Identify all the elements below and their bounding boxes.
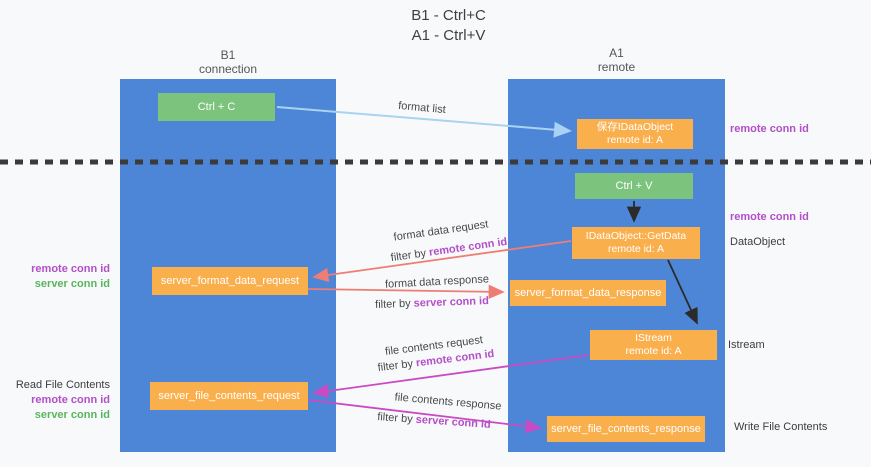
left-conn-id-group-2: Read File Contents remote conn id server… xyxy=(0,378,110,423)
server-file-contents-response-box: server_file_contents_response xyxy=(547,416,705,442)
istream-label: Istream xyxy=(728,339,765,351)
lifeline-b1-name: B1 xyxy=(220,48,236,62)
file-contents-response-arrow xyxy=(307,399,542,434)
server-file-contents-request-label: server_file_contents_request xyxy=(158,389,300,402)
ctrl-v-box: Ctrl + V xyxy=(575,173,693,199)
lifeline-b1-role: connection xyxy=(198,62,258,76)
istream-box: IStream remote id: A xyxy=(590,330,717,360)
lifeline-header-b1: B1 connection xyxy=(120,48,336,76)
lifeline-a1-role: remote xyxy=(597,60,636,74)
remote-conn-id-label-top-right: remote conn id xyxy=(730,123,809,135)
format-data-request-arrow xyxy=(312,240,572,283)
ctrl-v-label: Ctrl + V xyxy=(615,179,653,192)
server-conn-id-label-left-2: server conn id xyxy=(34,409,110,421)
dataobject-label: DataObject xyxy=(730,236,786,248)
diagram-title: B1 - Ctrl+C A1 - Ctrl+V xyxy=(0,6,871,46)
saved-dataobject-line2: remote id: A xyxy=(606,134,664,146)
server-format-data-response-box: server_format_data_response xyxy=(510,280,666,306)
getdata-line2: remote id: A xyxy=(607,243,665,255)
istream-line2: remote id: A xyxy=(625,345,682,357)
server-file-contents-response-label: server_file_contents_response xyxy=(551,422,701,435)
server-file-contents-request-box: server_file_contents_request xyxy=(150,382,308,410)
server-conn-id-label-left-1: server conn id xyxy=(34,278,110,290)
write-file-contents-label: Write File Contents xyxy=(734,421,828,433)
server-format-data-request-box: server_format_data_request xyxy=(152,267,308,295)
ctrl-c-box: Ctrl + C xyxy=(158,93,275,121)
lifeline-a1-name: A1 xyxy=(609,46,624,60)
getdata-to-istream-arrow xyxy=(667,259,698,325)
istream-line1: IStream xyxy=(635,332,672,344)
saved-dataobject-box: 保存IDataObject remote id: A xyxy=(577,119,693,149)
server-format-data-response-label: server_format_data_response xyxy=(514,286,662,299)
remote-conn-id-label-mid-right: remote conn id xyxy=(730,211,809,223)
remote-conn-id-label-left-1: remote conn id xyxy=(31,263,110,275)
server-format-data-request-label: server_format_data_request xyxy=(160,274,300,287)
file-contents-request-arrow xyxy=(312,354,590,399)
getdata-line1: IDataObject::GetData xyxy=(585,230,687,242)
format-data-response-arrow xyxy=(307,284,505,299)
lifeline-header-a1: A1 remote xyxy=(508,46,725,74)
remote-conn-id-label-left-2: remote conn id xyxy=(31,394,110,406)
ctrl-c-label: Ctrl + C xyxy=(197,100,236,113)
read-file-contents-label: Read File Contents xyxy=(15,379,110,391)
getdata-box: IDataObject::GetData remote id: A xyxy=(572,227,700,259)
filter-by-prefix-2: filter by xyxy=(374,297,414,311)
saved-dataobject-line1: 保存IDataObject xyxy=(596,121,674,133)
format-list-arrow xyxy=(276,106,572,138)
title-line-2: A1 - Ctrl+V xyxy=(411,27,486,44)
title-line-1: B1 - Ctrl+C xyxy=(411,7,486,24)
left-conn-id-group-1: remote conn id server conn id xyxy=(0,262,110,292)
